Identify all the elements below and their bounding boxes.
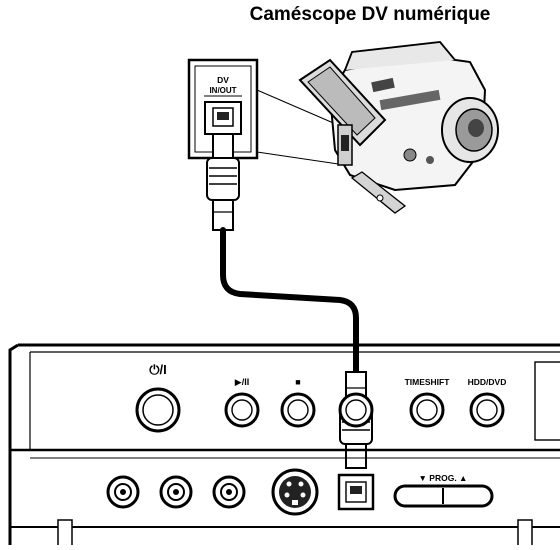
timeshift-button[interactable]: [409, 392, 445, 428]
power-label: ⏻/I: [149, 362, 167, 377]
hdd-dvd-label: HDD/DVD: [468, 377, 507, 387]
timeshift-label: TIMESHIFT: [405, 377, 451, 387]
hdd-dvd-button[interactable]: [469, 392, 505, 428]
dv-label-line2: IN/OUT: [209, 86, 236, 95]
play-pause-button[interactable]: [224, 392, 260, 428]
dv-label-line1: DV: [217, 75, 229, 85]
s-video-jack-icon[interactable]: [271, 468, 319, 516]
power-button[interactable]: [135, 387, 181, 433]
rca-jack-icon[interactable]: [159, 475, 193, 509]
recorder-front-panel: [8, 343, 560, 545]
rca-jack-icon[interactable]: [212, 475, 246, 509]
rca-jack-icon[interactable]: [106, 475, 140, 509]
prog-label: ▼ PROG. ▲: [419, 473, 468, 483]
prog-rocker-button[interactable]: [393, 484, 494, 508]
camcorder-icon: [298, 41, 499, 214]
stop-label: ■: [295, 377, 300, 387]
record-button[interactable]: [338, 392, 374, 428]
stop-button[interactable]: [280, 392, 316, 428]
dv-port-icon: [204, 101, 242, 135]
recorder-dv-input[interactable]: [337, 473, 375, 511]
diagram-title: Caméscope DV numérique: [249, 4, 491, 25]
play-pause-label: ▶/II: [235, 377, 249, 387]
